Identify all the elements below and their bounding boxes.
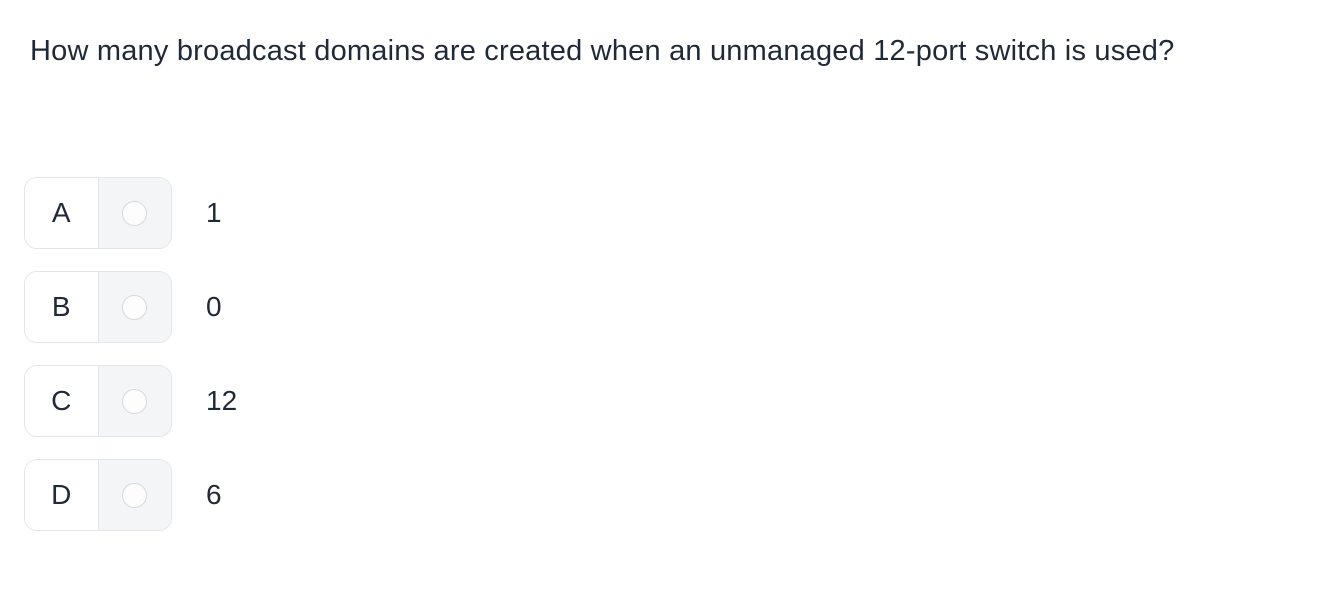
option-pill-d[interactable]: D (24, 459, 172, 531)
option-pill-c[interactable]: C (24, 365, 172, 437)
radio-button-icon[interactable] (122, 388, 148, 414)
option-answer-a: 1 (206, 197, 222, 228)
option-row-a: A 1 (24, 177, 237, 249)
option-answer-b: 0 (206, 291, 222, 322)
option-row-c: C 12 (24, 365, 237, 437)
radio-button-icon[interactable] (122, 482, 148, 508)
radio-button-icon[interactable] (122, 200, 148, 226)
option-row-d: D 6 (24, 459, 237, 531)
option-pill-b[interactable]: B (24, 271, 172, 343)
radio-button-icon[interactable] (122, 294, 148, 320)
options-list: A 1 B 0 C 12 (24, 177, 237, 531)
option-radio-cell-a[interactable] (98, 178, 171, 248)
option-radio-cell-b[interactable] (98, 272, 171, 342)
option-row-b: B 0 (24, 271, 237, 343)
option-answer-c: 12 (206, 385, 238, 416)
option-radio-cell-d[interactable] (98, 460, 171, 530)
option-letter-a: A (25, 178, 99, 248)
option-answer-d: 6 (206, 479, 222, 510)
option-letter-b: B (25, 272, 99, 342)
question-text: How many broadcast domains are created w… (30, 35, 1175, 67)
option-letter-c: C (25, 366, 99, 436)
option-radio-cell-c[interactable] (98, 366, 171, 436)
option-letter-d: D (25, 460, 99, 530)
option-pill-a[interactable]: A (24, 177, 172, 249)
